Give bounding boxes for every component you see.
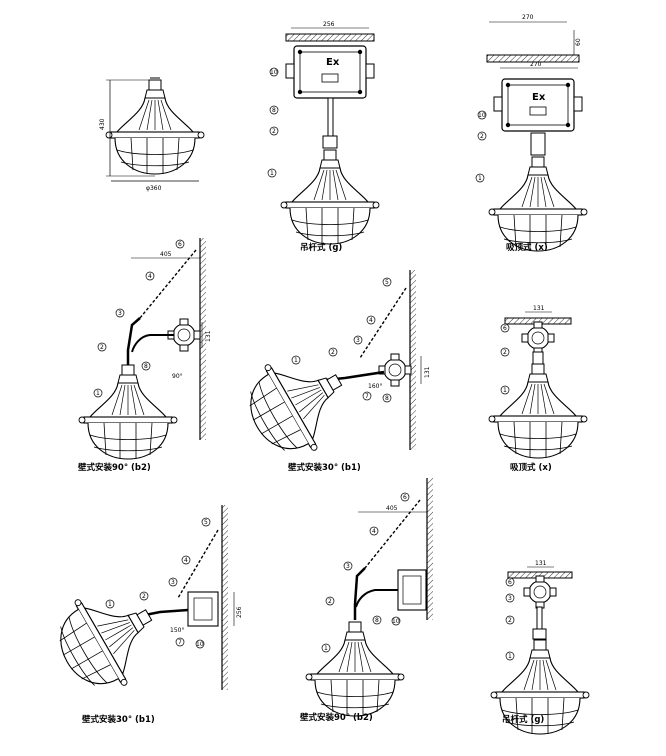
caption-pendant-g: 吊杆式 (g) [300,242,342,253]
callout-1: 1 [478,175,482,182]
callout-1: 1 [270,170,274,177]
callout-3: 3 [356,337,360,344]
angle-label: 160° [368,383,382,390]
distance-dimension: 405 [160,251,172,258]
callout-8: 8 [375,617,379,624]
height-dimension-131: 131 [205,330,212,342]
caption-wall30-b1: 壁式安装30° (b1) [288,462,361,473]
callout-4: 4 [184,557,188,564]
lamp-dimension-view: 430 φ360 [99,77,205,192]
caption-wall90-b2-2: 壁式安装90° (b2) [300,712,373,723]
height-dimension-131: 131 [424,366,431,378]
callout-5: 5 [204,519,208,526]
callout-2: 2 [508,617,512,624]
callout-2: 2 [503,349,507,356]
callout-8: 8 [272,107,276,114]
callout-10: 10 [392,618,400,625]
callout-4: 4 [369,317,373,324]
angle-label: 150° [170,627,184,634]
height-dimension: 430 [99,118,106,130]
callout-2: 2 [142,593,146,600]
callout-3: 3 [508,595,512,602]
callout-2: 2 [328,598,332,605]
wall-90-b2-assembly: 405 131 90° 6 4 3 2 8 1 壁式安装90° (b2) [78,238,212,473]
callout-7: 7 [178,639,182,646]
callout-1: 1 [108,601,112,608]
callout-7: 7 [365,393,369,400]
pendant-g-assembly: 256 Ex 10 8 2 1 吊杆式 (g) [267,21,380,253]
callout-1: 1 [96,390,100,397]
angle-label: 90° [172,373,183,380]
wall-30-b1-assembly-2: 256 150° 5 4 3 2 1 7 10 壁式安装30° (b1) [42,505,243,725]
callout-10: 10 [196,641,204,648]
width-dimension: 256 [323,21,335,28]
distance-dimension: 405 [386,505,398,512]
width-dimension-131: 131 [535,560,547,567]
ex-label: Ex [326,57,340,68]
callout-4: 4 [372,528,376,535]
callout-10: 10 [478,112,486,119]
callout-8: 8 [385,395,389,402]
callout-3: 3 [118,310,122,317]
width-dimension-270: 270 [530,61,542,68]
callout-3: 3 [346,563,350,570]
callout-5: 5 [385,279,389,286]
callout-1: 1 [324,645,328,652]
height-dimension-256: 256 [236,606,243,618]
callout-2: 2 [331,349,335,356]
caption-ceiling-x-2: 吸顶式 (x) [510,462,552,473]
caption-wall30-b1-2: 壁式安装30° (b1) [82,714,155,725]
callout-8: 8 [144,363,148,370]
callout-4: 4 [148,273,152,280]
ceiling-x-assembly: 270 60 270 Ex 10 2 1 吸顶式 (x) [475,14,588,253]
wall-30-b1-assembly: 131 160° 5 4 3 2 1 7 8 壁式安装30° (b1) [232,270,431,473]
diameter-dimension: φ360 [146,185,162,192]
pendant-g-assembly-2: 131 6 3 2 1 吊杆式 (g) [490,560,590,735]
ex-label: Ex [532,92,546,103]
wall-90-b2-assembly-2: 405 6 4 3 2 8 10 1 壁式安装90° (b2) [300,478,433,723]
callout-1: 1 [508,653,512,660]
callout-2: 2 [100,344,104,351]
height-dimension-60: 60 [575,38,582,46]
callout-6: 6 [178,241,182,248]
callout-6: 6 [403,494,407,501]
callout-1: 1 [294,357,298,364]
callout-10: 10 [270,69,278,76]
callout-1: 1 [503,387,507,394]
callout-3: 3 [171,579,175,586]
callout-6: 6 [503,325,507,332]
caption-wall90-b2: 壁式安装90° (b2) [78,462,151,473]
callout-2: 2 [480,133,484,140]
callout-2: 2 [272,128,276,135]
width-dimension-131: 131 [533,305,545,312]
width-dimension-top: 270 [522,14,534,21]
caption-ceiling-x: 吸顶式 (x) [506,242,548,253]
ceiling-x-assembly-2: 131 6 2 1 吸顶式 (x) [488,305,588,473]
caption-pendant-g-2: 吊杆式 (g) [502,714,544,725]
callout-6: 6 [508,579,512,586]
